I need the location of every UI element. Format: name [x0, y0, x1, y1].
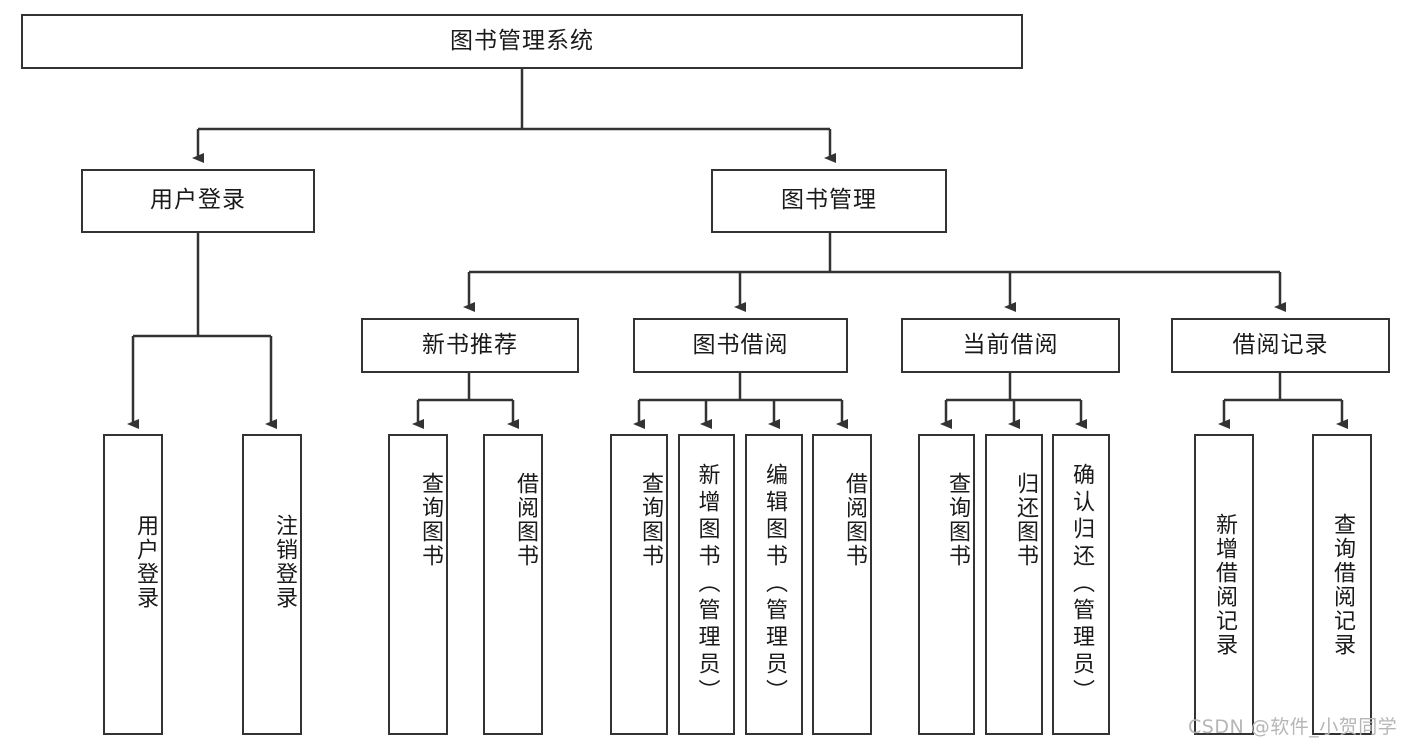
leaf-add-book-admin[interactable]: 新增图书（管理员） — [678, 434, 735, 735]
node-user-login[interactable]: 用户登录 — [81, 169, 315, 233]
leaf-borrow-book[interactable]: 借阅图书 — [812, 434, 872, 735]
node-book-borrow[interactable]: 图书借阅 — [633, 318, 848, 373]
leaf-user-login[interactable]: 用户登录 — [103, 434, 163, 735]
leaf-query-borrow-record[interactable]: 查询借阅记录 — [1312, 434, 1372, 735]
leaf-borrow-book-recommend[interactable]: 借阅图书 — [483, 434, 543, 735]
node-new-book-recommend[interactable]: 新书推荐 — [361, 318, 579, 373]
node-root-system[interactable]: 图书管理系统 — [21, 14, 1023, 69]
leaf-query-book-current[interactable]: 查询图书 — [918, 434, 975, 735]
node-book-management[interactable]: 图书管理 — [711, 169, 947, 233]
leaf-query-book-borrow[interactable]: 查询图书 — [610, 434, 668, 735]
leaf-logout[interactable]: 注销登录 — [242, 434, 302, 735]
node-borrow-records[interactable]: 借阅记录 — [1171, 318, 1390, 373]
leaf-edit-book-admin[interactable]: 编辑图书（管理员） — [745, 434, 803, 735]
csdn-watermark: CSDN @软件_小贺同学 — [1188, 716, 1398, 738]
node-current-borrow[interactable]: 当前借阅 — [901, 318, 1120, 373]
leaf-query-book-recommend[interactable]: 查询图书 — [388, 434, 448, 735]
leaf-confirm-return-admin[interactable]: 确认归还（管理员） — [1052, 434, 1110, 735]
leaf-return-book[interactable]: 归还图书 — [985, 434, 1043, 735]
leaf-add-borrow-record[interactable]: 新增借阅记录 — [1194, 434, 1254, 735]
